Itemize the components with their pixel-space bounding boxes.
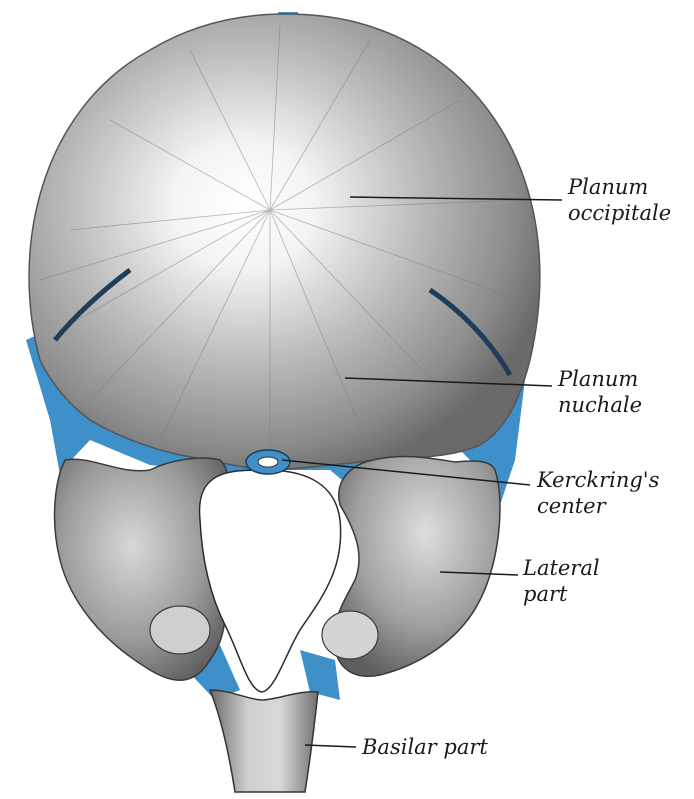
leader-basilar bbox=[305, 745, 356, 747]
label-line: Lateral bbox=[523, 555, 600, 581]
label-line: center bbox=[537, 493, 659, 519]
label-line: Basilar part bbox=[362, 734, 488, 760]
label-lateral-part: Lateral part bbox=[523, 555, 600, 607]
squama-occipitalis bbox=[29, 14, 540, 470]
label-line: nuchale bbox=[558, 392, 642, 418]
condyle-left bbox=[150, 606, 210, 654]
label-line: part bbox=[523, 581, 600, 607]
label-planum-nuchale: Planum nuchale bbox=[558, 366, 642, 418]
label-planum-occipitale: Planum occipitale bbox=[568, 174, 671, 226]
label-line: Planum bbox=[558, 366, 642, 392]
condyle-right bbox=[322, 611, 378, 659]
label-kerckrings-center: Kerckring's center bbox=[537, 467, 659, 519]
label-basilar-part: Basilar part bbox=[362, 734, 488, 760]
label-line: Planum bbox=[568, 174, 671, 200]
label-line: occipitale bbox=[568, 200, 671, 226]
kerckrings-ossicle-core bbox=[258, 457, 278, 467]
basilar-part bbox=[210, 690, 318, 792]
label-line: Kerckring's bbox=[537, 467, 659, 493]
